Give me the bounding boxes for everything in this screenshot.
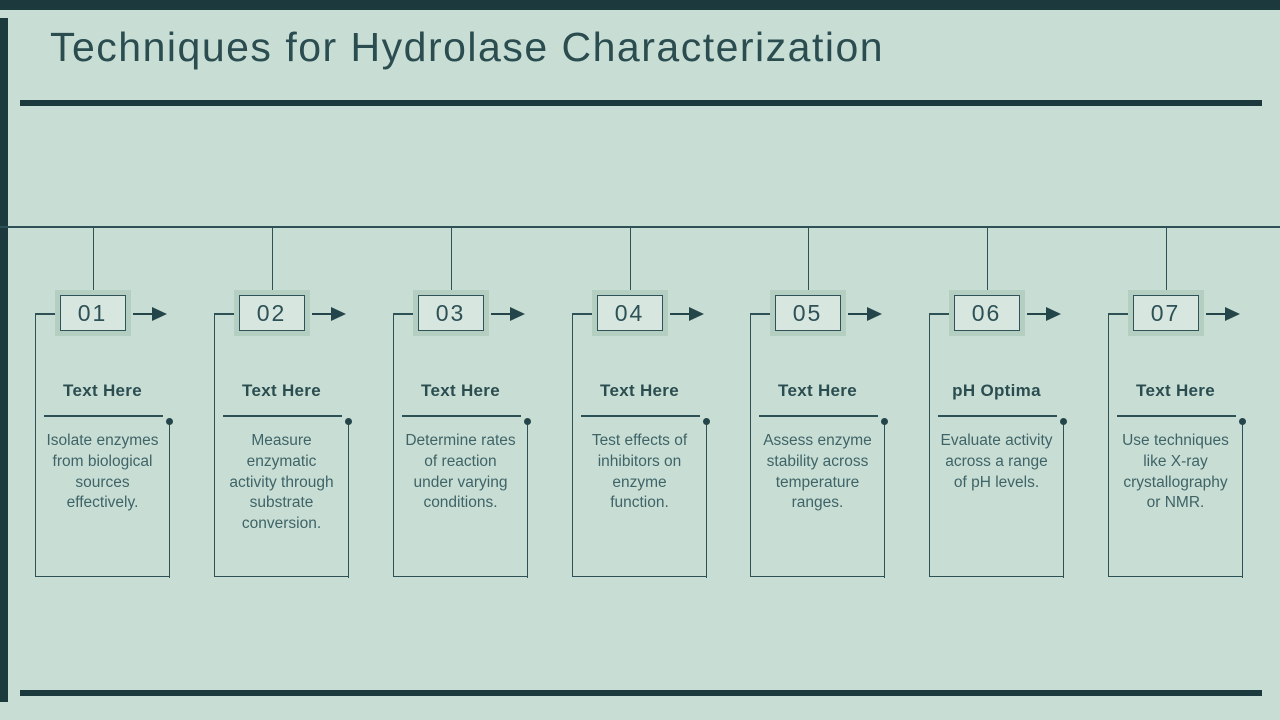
card-description: Evaluate activity across a range of pH l… (940, 432, 1053, 491)
card-outline-right (168, 421, 170, 578)
step-card-04: 04 Text Here Test effects of inhibitors … (541, 227, 720, 593)
title-divider (758, 415, 878, 417)
connector-dot (1238, 418, 1246, 425)
card-title: Text Here (778, 381, 857, 400)
title-underline (20, 100, 1262, 106)
step-number: 06 (971, 300, 1002, 326)
connector-dot (880, 418, 888, 425)
bracket-stub-line (1108, 313, 1128, 315)
card-outline-right (1241, 421, 1243, 578)
card-outline (572, 313, 707, 577)
connector-line (629, 227, 632, 291)
arrow-right-icon (689, 306, 704, 321)
connector-dot (165, 418, 173, 425)
connector-line (92, 227, 95, 291)
title-divider (580, 415, 700, 417)
step-number: 02 (256, 300, 287, 326)
step-number: 03 (435, 300, 466, 326)
connector-line (271, 227, 274, 291)
card-outline (35, 313, 170, 577)
connector-dot (1059, 418, 1067, 425)
card-title: Text Here (1136, 381, 1215, 400)
title-divider (937, 415, 1057, 417)
connector-line (450, 227, 453, 291)
card-outline-right (526, 421, 528, 578)
step-number: 07 (1150, 300, 1181, 326)
card-outline-right (705, 421, 707, 578)
step-number-box: 01 (59, 295, 126, 331)
arrow-right-icon (1225, 306, 1240, 321)
card-outline (750, 313, 885, 577)
card-description: Determine rates of reaction under varyin… (405, 432, 516, 512)
arrow-right-icon (867, 306, 882, 321)
connector-line (807, 227, 810, 291)
connector-line (986, 227, 989, 291)
card-description: Use techniques like X-ray crystallograph… (1122, 432, 1229, 512)
step-number: 05 (792, 300, 823, 326)
title-divider (43, 415, 163, 417)
step-number-box: 05 (774, 295, 841, 331)
card-description: Assess enzyme stability across temperatu… (763, 432, 872, 512)
step-card-06: 06 pH Optima Evaluate activity across a … (898, 227, 1077, 593)
timeline-line (0, 226, 1280, 228)
arrow-right-icon (510, 306, 525, 321)
step-number-box: 02 (238, 295, 305, 331)
left-accent-bar (0, 18, 8, 702)
card-title: Text Here (63, 381, 142, 400)
card-outline-right (883, 421, 885, 578)
step-card-05: 05 Text Here Assess enzyme stability acr… (719, 227, 898, 593)
step-number: 01 (77, 300, 108, 326)
connector-dot (344, 418, 352, 425)
title-divider (222, 415, 342, 417)
step-number: 04 (614, 300, 645, 326)
step-number-box: 06 (953, 295, 1020, 331)
connector-dot (523, 418, 531, 425)
title-divider (401, 415, 521, 417)
step-card-07: 07 Text Here Use techniques like X-ray c… (1077, 227, 1256, 593)
card-outline (393, 313, 528, 577)
arrow-shaft (1205, 313, 1226, 315)
bracket-stub-line (750, 313, 770, 315)
arrow-shaft (847, 313, 868, 315)
card-outline (929, 313, 1064, 577)
bracket-stub-line (35, 313, 55, 315)
card-title: pH Optima (952, 381, 1041, 400)
step-number-box: 04 (596, 295, 663, 331)
connector-dot (702, 418, 710, 425)
arrow-right-icon (1046, 306, 1061, 321)
card-title: Text Here (600, 381, 679, 400)
card-outline (214, 313, 349, 577)
step-number-box: 07 (1132, 295, 1199, 331)
card-outline-right (1062, 421, 1064, 578)
card-outline-right (347, 421, 349, 578)
step-card-01: 01 Text Here Isolate enzymes from biolog… (4, 227, 183, 593)
arrow-shaft (669, 313, 690, 315)
card-title: Text Here (242, 381, 321, 400)
bottom-rule (20, 690, 1262, 696)
top-accent-bar (0, 0, 1280, 10)
arrow-right-icon (152, 306, 167, 321)
card-description: Test effects of inhibitors on enzyme fun… (591, 432, 688, 512)
bracket-stub-line (393, 313, 413, 315)
bracket-stub-line (929, 313, 949, 315)
card-title: Text Here (421, 381, 500, 400)
page-title: Techniques for Hydrolase Characterizatio… (50, 24, 885, 70)
card-outline (1108, 313, 1243, 577)
step-card-02: 02 Text Here Measure enzymatic activity … (183, 227, 362, 593)
connector-line (1165, 227, 1168, 291)
step-number-box: 03 (417, 295, 484, 331)
arrow-shaft (311, 313, 332, 315)
arrow-shaft (132, 313, 153, 315)
card-description: Measure enzymatic activity through subst… (229, 432, 334, 533)
arrow-right-icon (331, 306, 346, 321)
bracket-stub-line (214, 313, 234, 315)
title-divider (1116, 415, 1236, 417)
arrow-shaft (1026, 313, 1047, 315)
step-card-03: 03 Text Here Determine rates of reaction… (362, 227, 541, 593)
card-description: Isolate enzymes from biological sources … (46, 432, 159, 512)
bracket-stub-line (572, 313, 592, 315)
arrow-shaft (490, 313, 511, 315)
